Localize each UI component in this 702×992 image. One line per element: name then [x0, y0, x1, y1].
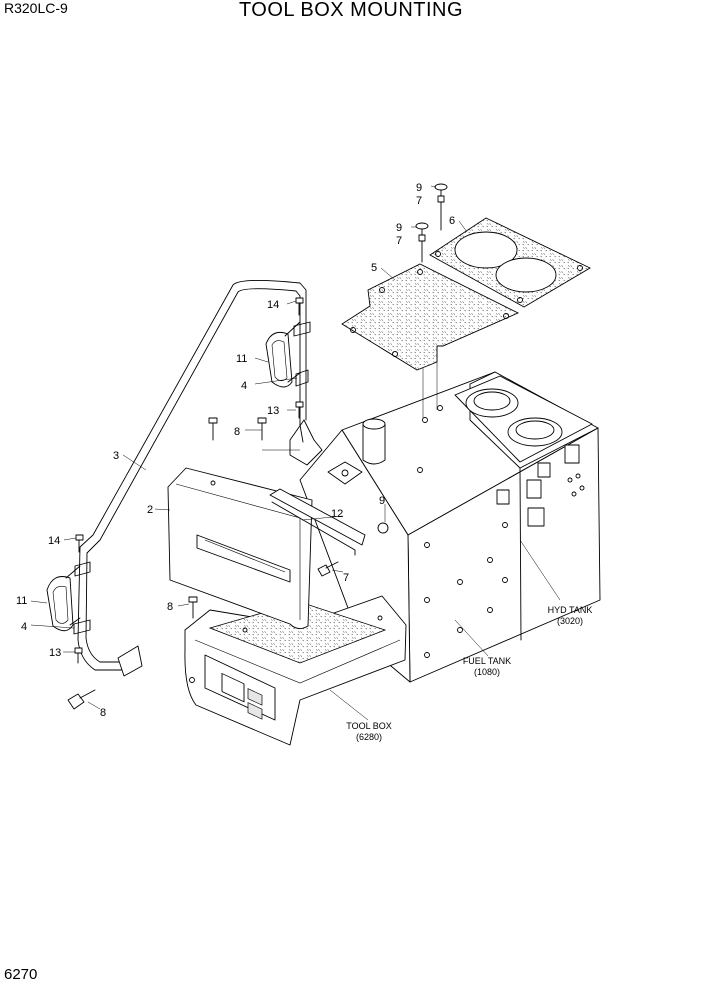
callout-7-top: 7 [416, 195, 422, 207]
callout-2: 2 [147, 504, 153, 516]
callout-8-upper: 8 [234, 426, 240, 438]
mirror-11-upper [265, 321, 301, 388]
hyd-tank-ref: (3020) [557, 616, 583, 626]
callout-7-mid: 7 [396, 235, 402, 247]
assembly-labels: HYD TANK (3020) FUEL TANK (1080) TOOL BO… [346, 605, 592, 742]
callout-13-upper: 13 [267, 405, 279, 417]
page-number: 6270 [4, 966, 38, 983]
callout-8-mid: 8 [167, 601, 173, 613]
callout-9-low: 9 [379, 495, 385, 507]
callout-12: 12 [331, 508, 343, 520]
mirror-11-lower [46, 565, 81, 632]
fuel-tank-ref: (1080) [474, 667, 500, 677]
leader-lines [30, 185, 561, 721]
callout-11-lower: 11 [16, 595, 27, 607]
cover-plate-5 [341, 263, 520, 371]
callout-labels: 2 3 4 4 5 6 7 7 7 8 8 8 9 9 9 11 11 12 1… [16, 182, 455, 719]
callout-6: 6 [449, 215, 455, 227]
bracket-12 [269, 488, 366, 556]
bolt-dots [417, 405, 585, 658]
callout-13-lower: 13 [49, 647, 61, 659]
callout-9-top: 9 [416, 182, 422, 194]
model-code: R320LC-9 [4, 0, 68, 16]
callout-3: 3 [113, 450, 119, 462]
tank-assembly [299, 345, 601, 683]
callout-9-mid: 9 [396, 222, 402, 234]
clamp-4-upper [293, 321, 311, 387]
cover-plate-6 [429, 217, 591, 308]
callout-11-upper: 11 [236, 353, 247, 365]
tool-box-label: TOOL BOX [346, 721, 392, 731]
callout-7-low: 7 [343, 572, 349, 584]
callout-8-low: 8 [100, 707, 106, 719]
tool-box-ref: (6280) [356, 732, 382, 742]
clamp-4-lower [73, 561, 91, 635]
hyd-tank-label: HYD TANK [548, 605, 593, 615]
page-title: TOOL BOX MOUNTING [238, 0, 464, 21]
callout-14-upper: 14 [267, 299, 279, 311]
callout-5: 5 [371, 262, 377, 274]
callout-4-upper: 4 [241, 380, 247, 392]
fasteners [67, 183, 448, 710]
cover-2 [167, 467, 313, 629]
tool-box [184, 595, 407, 746]
fuel-tank-label: FUEL TANK [463, 656, 511, 666]
callout-14-lower: 14 [48, 535, 60, 547]
mirror-stay-3 [77, 279, 323, 677]
callout-4-lower: 4 [21, 621, 27, 633]
